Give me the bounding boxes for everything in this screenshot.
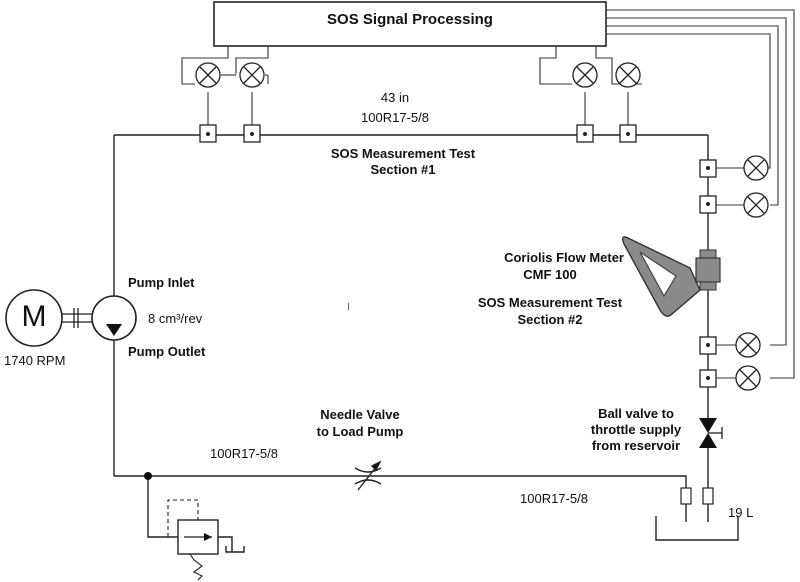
hose-top-label: 100R17-5/8 [361, 110, 429, 125]
motor-symbol-letter: M [21, 300, 47, 333]
ball-valve-label-line3: from reservoir [591, 438, 681, 453]
section1-label-line2: Section #1 [370, 162, 436, 177]
coriolis-label-line2: CMF 100 [523, 267, 577, 282]
return-fittings [680, 487, 714, 505]
transducer-gauges-right [735, 155, 769, 391]
ball-valve [699, 418, 723, 448]
transducer-wiring-left [181, 46, 269, 125]
coriolis-meter [621, 236, 721, 317]
needle-valve-label-line2: to Load Pump [316, 424, 404, 439]
reservoir [655, 516, 739, 541]
length-label: 43 in [380, 90, 410, 105]
displacement-label: 8 cm³/rev [148, 311, 203, 326]
needle-valve-label-line1: Needle Valve [320, 407, 400, 422]
relief-valve [147, 499, 245, 581]
signal-processing-box [213, 1, 607, 47]
section2-label-line2: Section #2 [517, 312, 583, 327]
hose-bottom-label: 100R17-5/8 [520, 491, 588, 506]
transducer-gauges-top [195, 62, 641, 88]
ball-valve-label-line2: throttle supply [590, 422, 682, 437]
motor-rpm-label: 1740 RPM [4, 353, 66, 368]
pump-inlet-label: Pump Inlet [128, 275, 195, 290]
section1-label-line1: SOS Measurement Test [330, 146, 476, 161]
ball-valve-label-line1: Ball valve to [598, 406, 674, 421]
signal-processing-title: SOS Signal Processing [327, 11, 493, 28]
signal-lines-right [606, 9, 795, 379]
tap-blocks-right [699, 159, 717, 388]
center-mark: I [347, 302, 350, 313]
tap-blocks-top [199, 124, 637, 143]
reservoir-volume-label: 19 L [728, 505, 754, 520]
needle-valve [354, 460, 382, 491]
junction-dot [144, 472, 152, 480]
coriolis-label-line1: Coriolis Flow Meter [504, 250, 624, 265]
pump-outlet-label: Pump Outlet [128, 344, 206, 359]
motor-symbol [5, 289, 92, 347]
section2-label-line1: SOS Measurement Test [477, 295, 623, 310]
pump-symbol [91, 295, 137, 341]
hose-left-label: 100R17-5/8 [210, 446, 278, 461]
circuit-lines [113, 134, 709, 522]
gauge-wiring-right [716, 167, 744, 379]
